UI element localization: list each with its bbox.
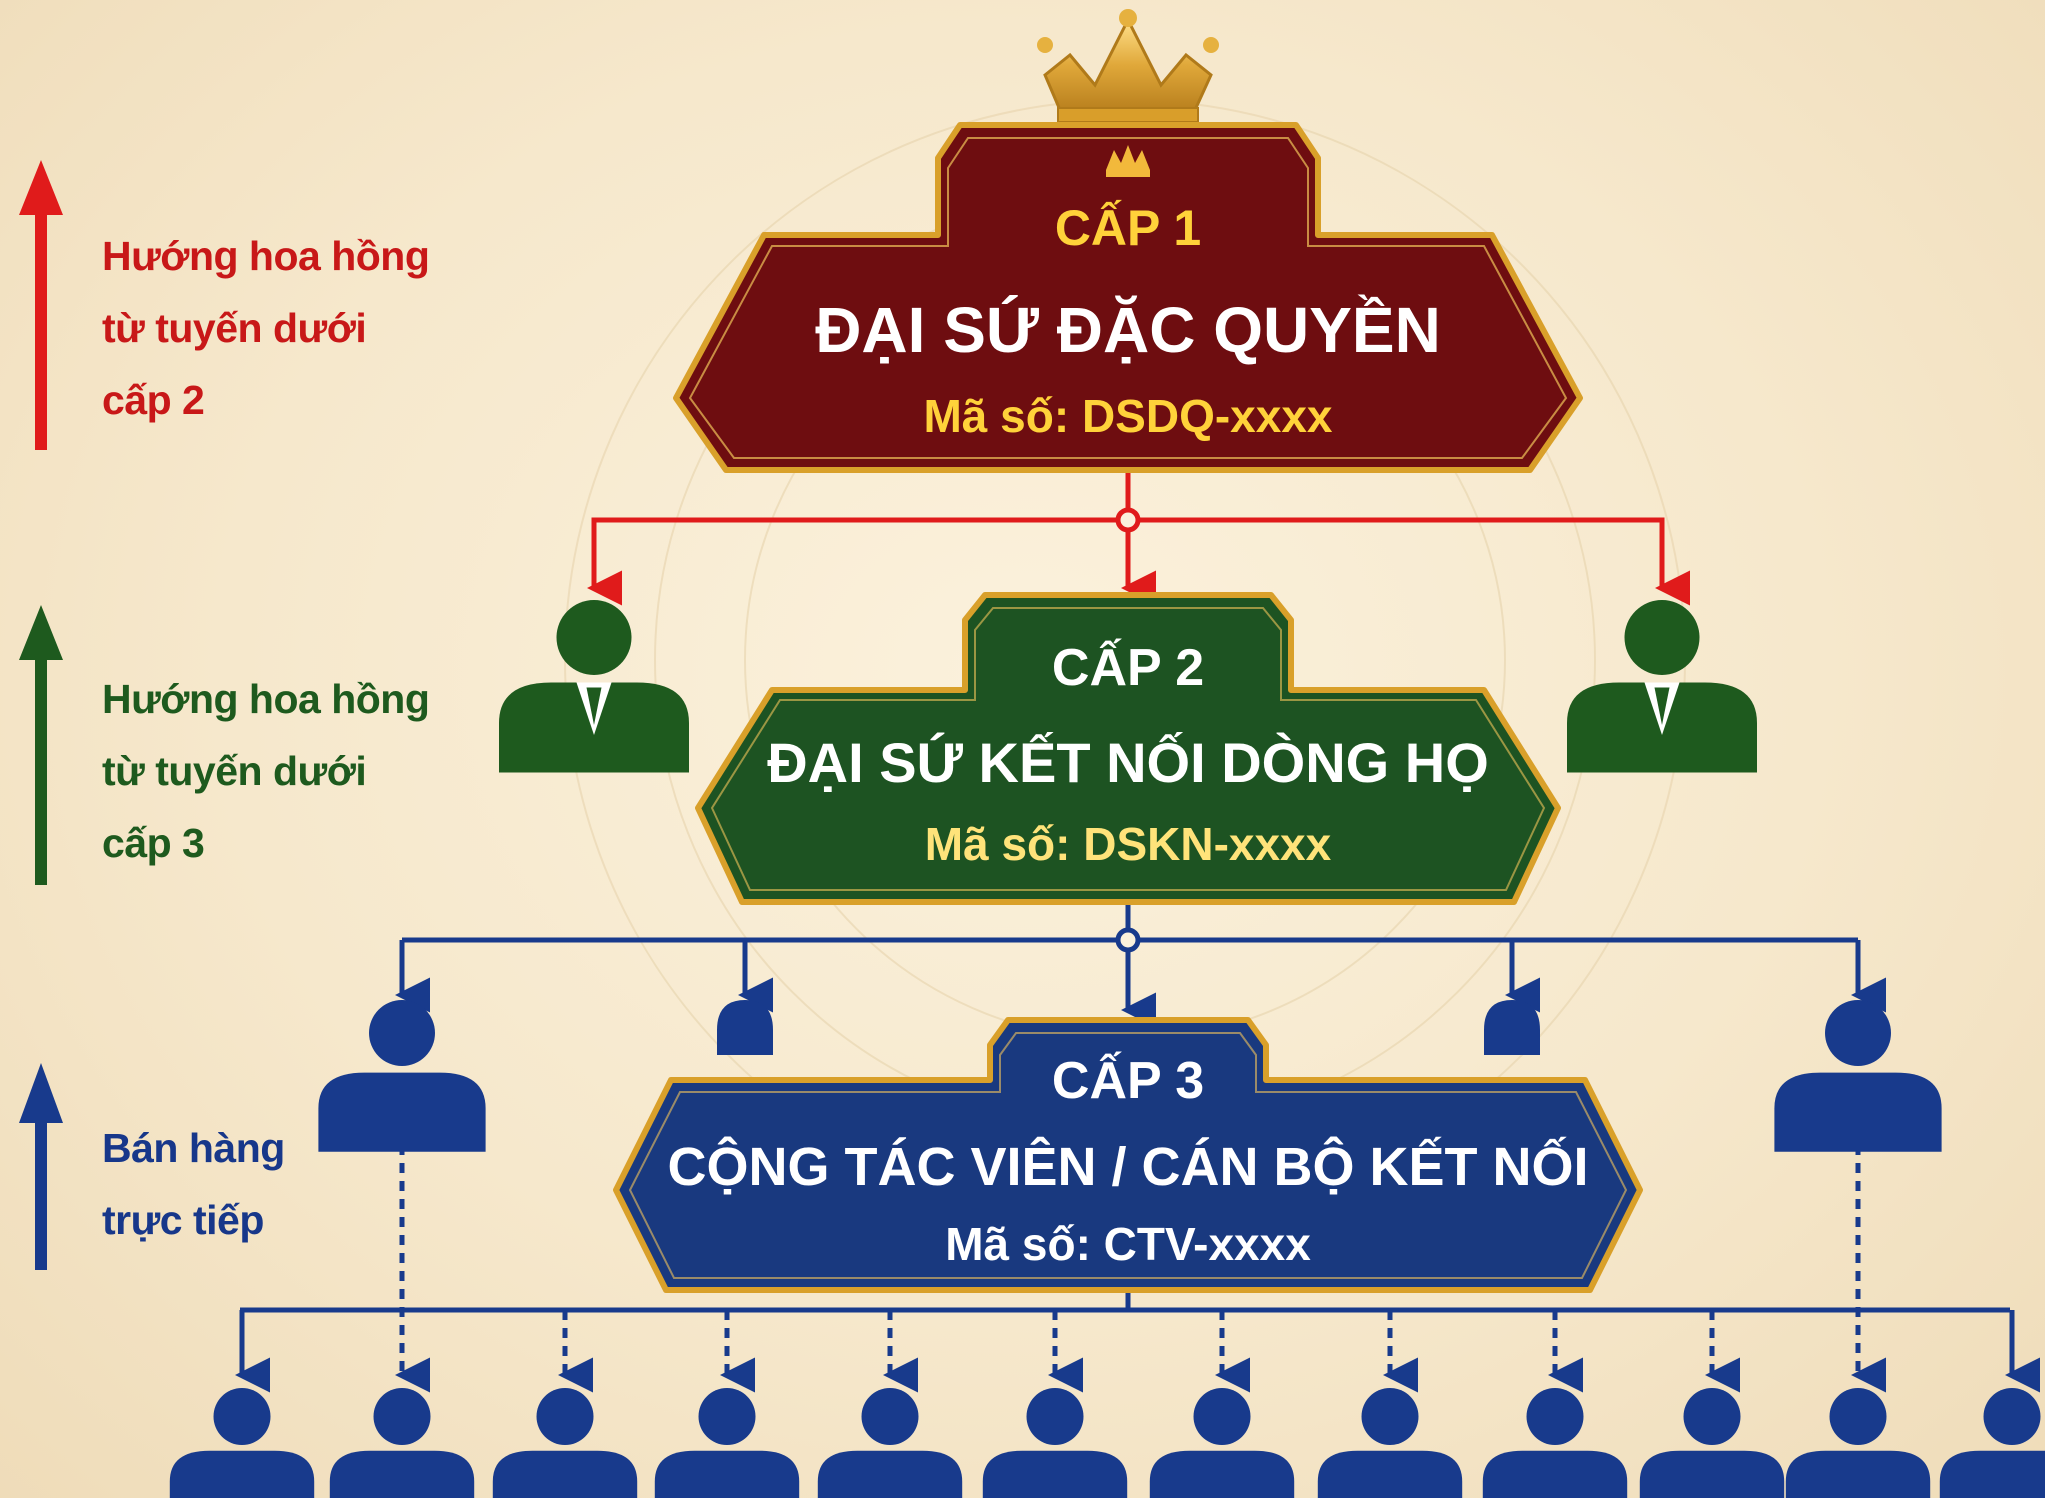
person-icon: [1484, 1000, 1540, 1055]
person-icon: [1639, 1388, 1785, 1498]
side-arrow-red: [19, 160, 63, 450]
person-icon: [1317, 1388, 1463, 1498]
person-icon: [492, 1388, 638, 1498]
person-icon: [169, 1388, 315, 1498]
person-icon: [329, 1388, 475, 1498]
level3-card: CẤP 3 CỘNG TÁC VIÊN / CÁN BỘ KẾT NỐI Mã …: [613, 1017, 1643, 1293]
person-icon: [1785, 1388, 1931, 1498]
person-icon: [318, 1000, 486, 1152]
level1-code: Mã số: DSDQ-xxxx: [923, 390, 1332, 442]
person-icon: [1774, 1000, 1942, 1152]
person-icon: [717, 1000, 773, 1055]
person-tie-icon: [1567, 600, 1757, 773]
side-label-direct-sales: Bán hàng trực tiếp: [102, 1125, 285, 1243]
person-icon: [654, 1388, 800, 1498]
person-icon: [817, 1388, 963, 1498]
level3-code: Mã số: CTV-xxxx: [945, 1218, 1311, 1270]
side-arrow-blue: [19, 1063, 63, 1270]
person-icon: [1939, 1388, 2045, 1498]
level2-code: Mã số: DSKN-xxxx: [925, 818, 1332, 870]
level1-connectors: [587, 470, 1690, 606]
small-crown-icon: [1106, 145, 1150, 177]
side-label-commission-level2: Hướng hoa hồng từ tuyến dưới cấp 2: [102, 233, 430, 423]
level1-card: CẤP 1 ĐẠI SỨ ĐẶC QUYỀN Mã số: DSDQ-xxxx: [673, 122, 1583, 473]
level3-tier: CẤP 3: [1052, 1051, 1204, 1110]
level3-name: CỘNG TÁC VIÊN / CÁN BỘ KẾT NỐI: [667, 1136, 1588, 1197]
level2-tier: CẤP 2: [1052, 638, 1204, 697]
level2-connectors: [395, 905, 1886, 1028]
person-icon: [1149, 1388, 1295, 1498]
person-icon: [982, 1388, 1128, 1498]
person-tie-icon: [499, 600, 689, 773]
side-arrow-green: [19, 605, 63, 885]
side-label-commission-level3: Hướng hoa hồng từ tuyến dưới cấp 3: [102, 676, 430, 866]
crown-icon: [1037, 9, 1219, 123]
person-icon: [1482, 1388, 1628, 1498]
level2-name: ĐẠI SỨ KẾT NỐI DÒNG HỌ: [767, 731, 1489, 794]
level3-connectors: [235, 1145, 2040, 1393]
level2-card: CẤP 2 ĐẠI SỨ KẾT NỐI DÒNG HỌ Mã số: DSKN…: [695, 592, 1561, 905]
level1-tier: CẤP 1: [1055, 200, 1201, 256]
level1-name: ĐẠI SỨ ĐẶC QUYỀN: [815, 294, 1441, 366]
